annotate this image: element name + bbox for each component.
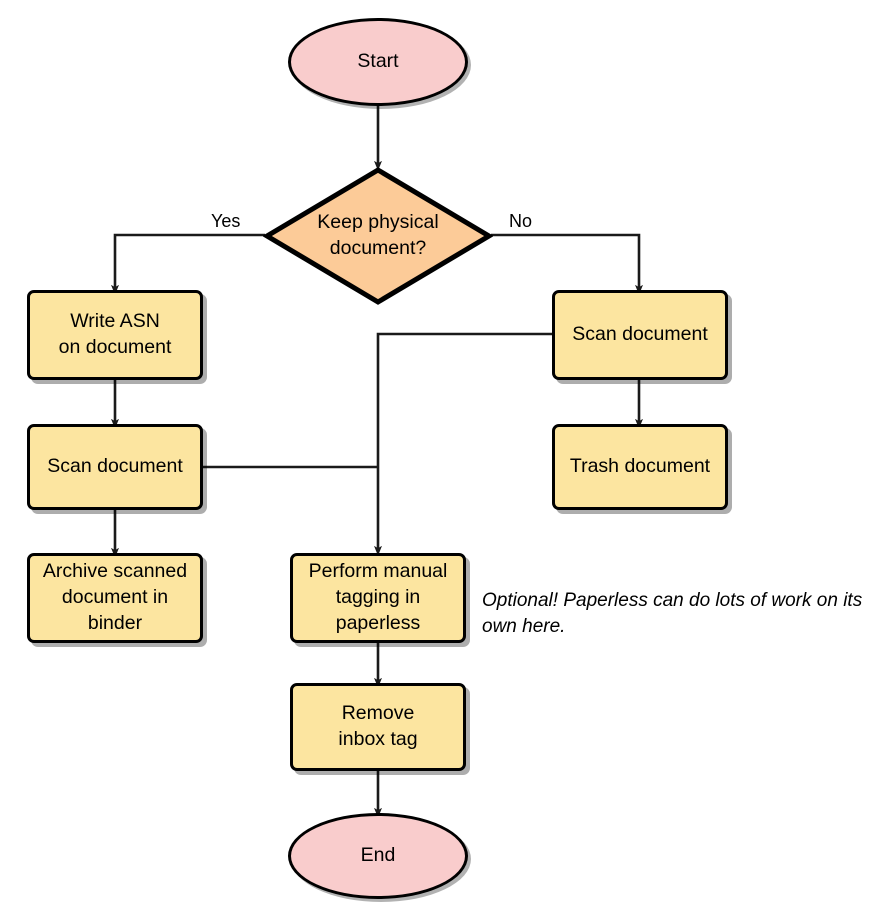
node-start[interactable]: Start <box>288 18 468 106</box>
node-scan-document-right[interactable]: Scan document <box>552 290 728 380</box>
node-end[interactable]: End <box>288 813 468 899</box>
node-remove-inbox-tag-label: Remove inbox tag <box>338 702 418 750</box>
edge-decision-no-to-scan-right <box>491 233 643 295</box>
diamond-shape <box>263 167 493 305</box>
node-scan-document-left[interactable]: Scan document <box>27 424 203 510</box>
node-remove-inbox-tag[interactable]: Remove inbox tag <box>290 683 466 771</box>
node-trash-document[interactable]: Trash document <box>552 424 728 510</box>
node-write-asn-on-document[interactable]: Write ASN on document <box>27 290 203 380</box>
node-keep-physical-document-label: Keep physical document? <box>317 211 439 259</box>
node-scan-document-right-label: Scan document <box>572 323 708 346</box>
node-trash-document-label: Trash document <box>569 455 711 478</box>
annotation-optional-note: Optional! Paperless can do lots of work … <box>482 590 863 638</box>
node-archive-scanned-document[interactable]: Archive scanned document in binder <box>27 553 203 643</box>
node-perform-manual-tagging[interactable]: Perform manual tagging in paperless <box>290 553 466 643</box>
edge-decision-yes-to-write-asn <box>111 233 265 295</box>
edge-label-no: No <box>509 211 533 231</box>
node-start-label: Start <box>357 50 399 73</box>
edge-scan-right-to-tagging <box>374 332 552 556</box>
node-write-asn-on-document-label: Write ASN on document <box>58 310 172 358</box>
edge-label-yes: Yes <box>211 211 241 231</box>
node-keep-physical-document[interactable]: Keep physical document? <box>263 166 493 306</box>
node-scan-document-left-label: Scan document <box>47 455 183 478</box>
node-end-label: End <box>360 844 396 867</box>
node-archive-scanned-document-label: Archive scanned document in binder <box>42 560 188 634</box>
node-perform-manual-tagging-label: Perform manual tagging in paperless <box>308 560 448 634</box>
